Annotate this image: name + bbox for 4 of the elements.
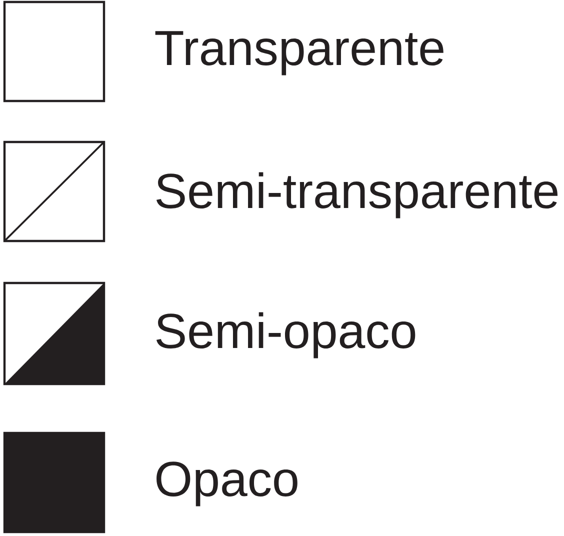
legend-label: Opaco [156,462,298,506]
legend-label: Semi-transparente [156,172,558,218]
legend-label: Semi-opaco [156,312,416,358]
legend-label: Transparente [155,31,444,76]
